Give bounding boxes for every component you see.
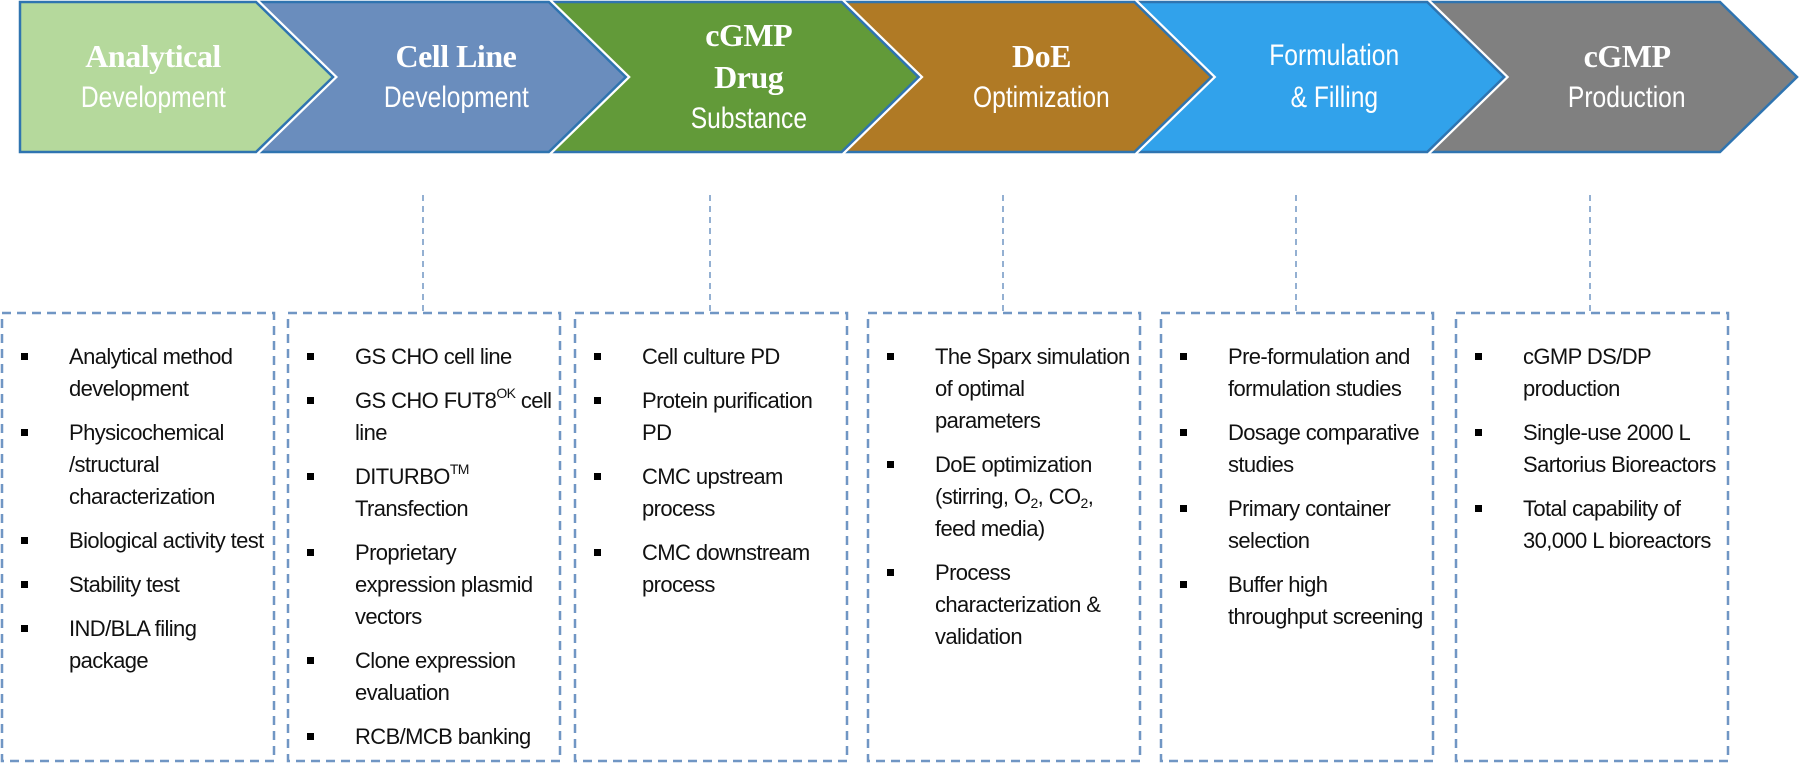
list-item: GS CHO cell line <box>288 341 552 373</box>
square-bullet-icon <box>307 473 314 480</box>
detail-box-border <box>286 311 562 763</box>
square-bullet-icon <box>21 625 28 632</box>
square-bullet-icon <box>1180 581 1187 588</box>
detail-list: Cell culture PD Protein purification PD CM… <box>575 313 847 601</box>
detail-box-cgmp-drug-substance: Cell culture PD Protein purification PD CM… <box>575 313 847 761</box>
chevron-analytical-development <box>18 0 335 154</box>
list-item-text: Stability test <box>69 572 180 597</box>
square-bullet-icon <box>21 353 28 360</box>
list-item: Protein purification PD <box>575 385 839 449</box>
list-item: Physicochemical /structural characteriza… <box>2 417 266 513</box>
list-item-text: Clone expression evaluation <box>355 648 516 705</box>
detail-box-border <box>0 311 276 763</box>
list-item: GS CHO FUT8OK cell line <box>288 385 552 449</box>
list-item-text: GS CHO FUT8OK cell line <box>355 385 552 445</box>
square-bullet-icon <box>887 569 894 576</box>
list-item-text: Total capability of 30,000 L bioreactors <box>1523 496 1711 553</box>
square-bullet-icon <box>307 397 314 404</box>
list-item-text: GS CHO cell line <box>355 344 512 369</box>
square-bullet-icon <box>1180 505 1187 512</box>
list-item: Cell culture PD <box>575 341 839 373</box>
square-bullet-icon <box>21 537 28 544</box>
list-item-text: IND/BLA filing package <box>69 616 197 673</box>
list-item-text: CMC downstream process <box>642 540 810 597</box>
list-item-text: Cell culture PD <box>642 344 780 369</box>
list-item-text: DoE optimization (stirring, O2, CO2, fee… <box>935 452 1094 541</box>
list-item: Single-use 2000 L Sartorius Bioreactors <box>1456 417 1720 481</box>
list-item: Clone expression evaluation <box>288 645 552 709</box>
list-item: DITURBOTM Transfection <box>288 461 552 525</box>
square-bullet-icon <box>1475 429 1482 436</box>
square-bullet-icon <box>887 353 894 360</box>
square-bullet-icon <box>1475 353 1482 360</box>
square-bullet-icon <box>594 473 601 480</box>
square-bullet-icon <box>307 657 314 664</box>
list-item-text: RCB/MCB banking <box>355 724 531 749</box>
list-item: Buffer high throughput screening <box>1161 569 1425 633</box>
list-item: RCB/MCB banking <box>288 721 552 753</box>
detail-list: The Sparx simulation of optimal paramete… <box>868 313 1140 653</box>
list-item-text: Process characterization & validation <box>935 560 1101 649</box>
list-item: IND/BLA filing package <box>2 613 266 677</box>
list-item: Process characterization & validation <box>868 557 1132 653</box>
list-item-text: Buffer high throughput screening <box>1228 572 1423 629</box>
list-item: Stability test <box>2 569 266 601</box>
square-bullet-icon <box>1180 353 1187 360</box>
square-bullet-icon <box>594 397 601 404</box>
list-item: Proprietary expression plasmid vectors <box>288 537 552 633</box>
detail-box-border <box>1159 311 1435 763</box>
list-item-text: Pre-formulation and formulation studies <box>1228 344 1410 401</box>
square-bullet-icon <box>21 581 28 588</box>
list-item: Dosage comparative studies <box>1161 417 1425 481</box>
list-item-text: Primary container selection <box>1228 496 1391 553</box>
list-item-text: CMC upstream process <box>642 464 783 521</box>
square-bullet-icon <box>1180 429 1187 436</box>
list-item-text: DITURBOTM Transfection <box>355 461 469 521</box>
detail-box-border <box>573 311 849 763</box>
list-item-text: cGMP DS/DP production <box>1523 344 1651 401</box>
list-item: The Sparx simulation of optimal paramete… <box>868 341 1132 437</box>
detail-box-doe-optimization: The Sparx simulation of optimal paramete… <box>868 313 1140 761</box>
square-bullet-icon <box>887 461 894 468</box>
detail-box-border <box>1454 311 1730 763</box>
list-item-text: Biological activity test <box>69 528 264 553</box>
list-item: CMC upstream process <box>575 461 839 525</box>
square-bullet-icon <box>594 549 601 556</box>
list-item-text: Analytical method development <box>69 344 233 401</box>
square-bullet-icon <box>21 429 28 436</box>
list-item: DoE optimization (stirring, O2, CO2, fee… <box>868 449 1132 545</box>
list-item: Pre-formulation and formulation studies <box>1161 341 1425 405</box>
list-item-text: Proprietary expression plasmid vectors <box>355 540 533 629</box>
square-bullet-icon <box>307 353 314 360</box>
list-item: Biological activity test <box>2 525 266 557</box>
list-item: Total capability of 30,000 L bioreactors <box>1456 493 1720 557</box>
list-item-text: Physicochemical /structural characteriza… <box>69 420 224 509</box>
list-item: Analytical method development <box>2 341 266 405</box>
list-item-text: Dosage comparative studies <box>1228 420 1420 477</box>
list-item: cGMP DS/DP production <box>1456 341 1720 405</box>
square-bullet-icon <box>307 549 314 556</box>
square-bullet-icon <box>307 733 314 740</box>
square-bullet-icon <box>1475 505 1482 512</box>
list-item-text: Protein purification PD <box>642 388 813 445</box>
list-item-text: Single-use 2000 L Sartorius Bioreactors <box>1523 420 1716 477</box>
detail-box-border <box>866 311 1142 763</box>
list-item-text: The Sparx simulation of optimal paramete… <box>935 344 1130 433</box>
square-bullet-icon <box>594 353 601 360</box>
list-item: Primary container selection <box>1161 493 1425 557</box>
list-item: CMC downstream process <box>575 537 839 601</box>
